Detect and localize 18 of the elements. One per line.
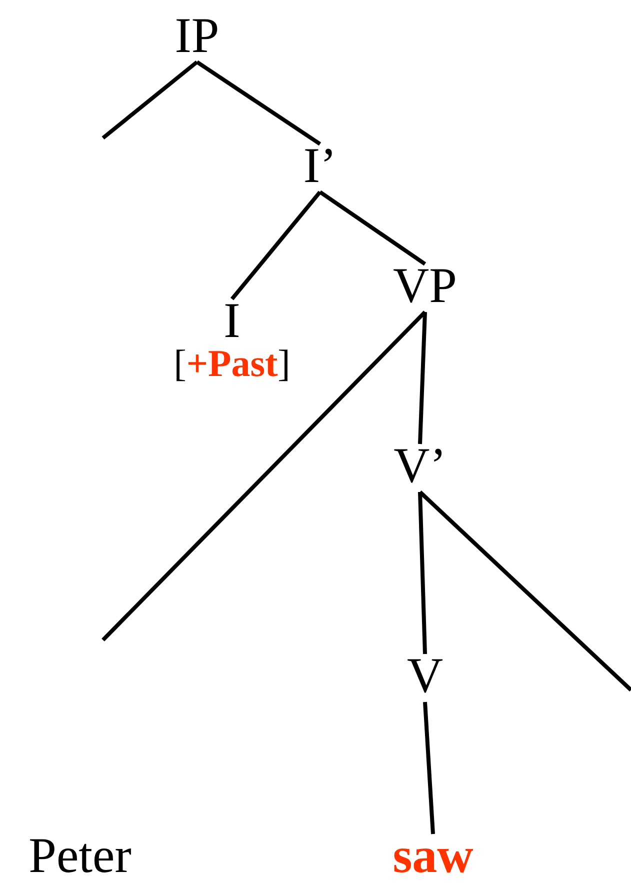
word-label: Peter: [28, 830, 132, 880]
branch-line: [423, 702, 435, 834]
word-label: saw: [392, 830, 474, 880]
category-label: IP: [174, 10, 220, 60]
branch-line: [196, 60, 322, 146]
category-label: V’: [394, 440, 446, 490]
category-label: I: [222, 295, 242, 345]
feature-label: [+Past]: [174, 345, 290, 383]
branch-line: [418, 312, 427, 444]
branch-line: [230, 190, 322, 300]
branch-line: [102, 60, 198, 140]
category-label: V: [406, 650, 444, 700]
branch-line: [318, 190, 426, 266]
branch-line: [102, 310, 426, 642]
category-label: I’: [303, 140, 337, 190]
category-label: VP: [393, 260, 457, 310]
branch-line: [418, 490, 631, 692]
branch-line: [418, 492, 427, 654]
